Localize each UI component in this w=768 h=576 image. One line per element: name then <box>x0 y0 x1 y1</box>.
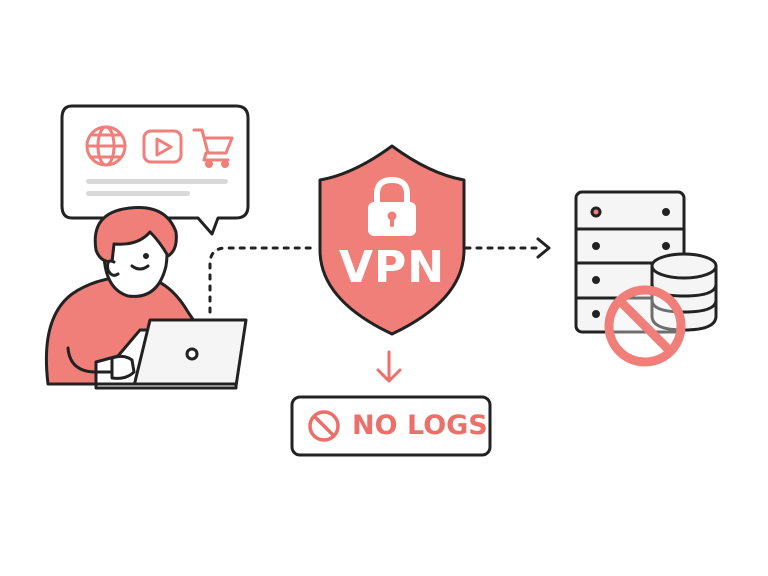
activity-speech-bubble <box>60 104 250 236</box>
vpn-shield-label: VPN <box>338 242 446 293</box>
user-hair <box>93 206 178 264</box>
user-arm <box>66 346 120 374</box>
user-hand <box>110 354 136 380</box>
video-play-icon <box>142 129 183 164</box>
user-figure <box>44 206 202 386</box>
laptop-icon <box>94 318 248 390</box>
arrow-right-icon <box>536 237 551 259</box>
connector-vpn-to-server <box>464 237 551 259</box>
placeholder-line <box>86 191 190 196</box>
connector-user-to-vpn <box>208 246 318 314</box>
shopping-cart-icon <box>192 128 234 168</box>
padlock-icon <box>368 176 416 236</box>
no-logs-badge <box>290 395 492 457</box>
placeholder-line <box>86 179 228 184</box>
globe-icon <box>85 125 127 167</box>
no-logs-label: NO LOGS <box>352 410 488 441</box>
blocked-icon <box>604 285 686 367</box>
no-entry-icon <box>308 410 340 442</box>
vpn-shield <box>318 144 466 336</box>
arrow-down-icon <box>376 350 402 383</box>
